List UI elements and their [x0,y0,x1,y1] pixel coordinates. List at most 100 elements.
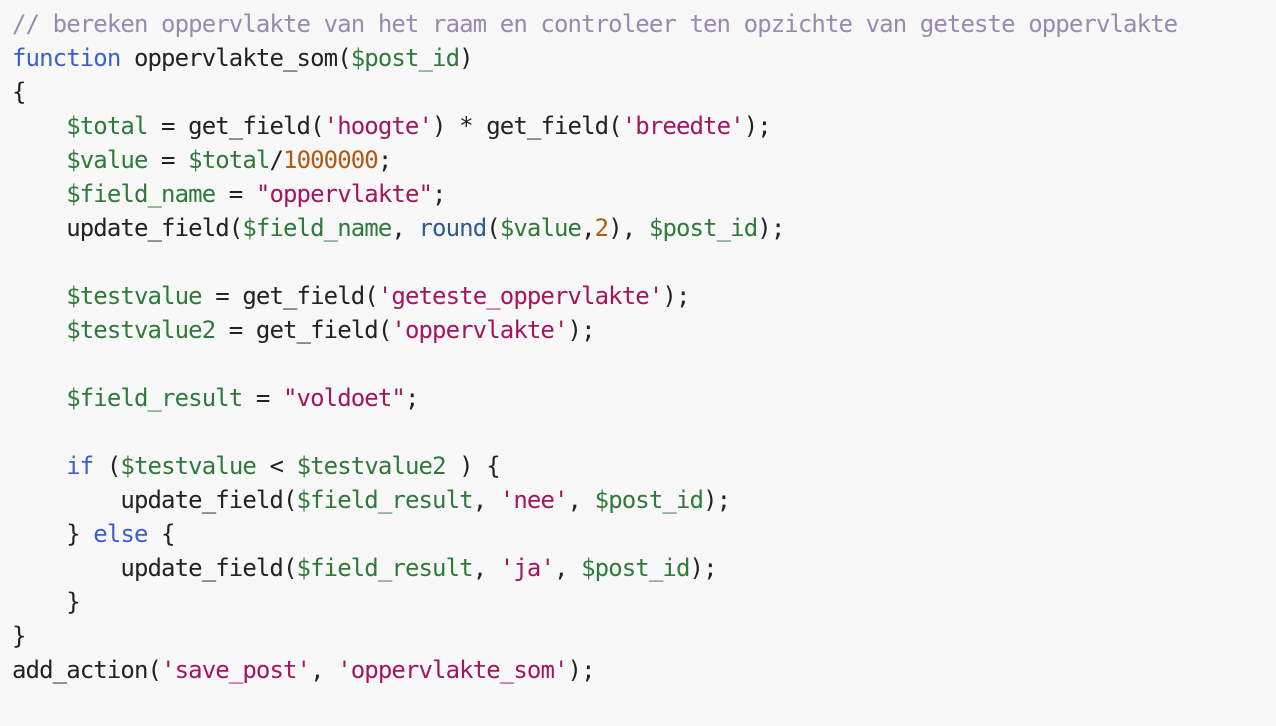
number-token: 2 [594,214,609,242]
code-line: } else { [12,517,1276,551]
variable-token: $field_name [66,180,216,208]
code-lines: // bereken oppervlakte van het raam en c… [12,7,1276,687]
variable-token: $field_name [242,214,392,242]
plain-token: , [567,486,595,514]
string-token: "voldoet" [283,384,406,412]
plain-token: update_field( [12,554,297,582]
plain-token: { [12,78,26,106]
plain-token: add_action( [12,656,162,684]
plain-token: ; [432,180,446,208]
plain-token: , [391,214,419,242]
code-line: update_field($field_result, 'nee', $post… [12,483,1276,517]
string-token: 'oppervlakte_som' [337,656,568,684]
plain-token [12,282,66,310]
plain-token: = get_field( [201,282,378,310]
plain-token: ); [567,316,596,344]
variable-token: $field_result [296,554,474,582]
plain-token [12,316,66,344]
variable-token: $field_result [296,486,474,514]
comment-token: // bereken oppervlakte van het raam en c… [12,10,1178,38]
plain-token: } [12,588,80,616]
plain-token: = get_field( [215,316,392,344]
code-line [12,347,1276,381]
keyword-token: function [12,44,121,72]
code-line: if ($testvalue < $testvalue2 ) { [12,449,1276,483]
code-line [12,245,1276,279]
plain-token: oppervlakte_som( [120,44,352,72]
plain-token: = [147,146,189,174]
plain-token: ) [459,44,473,72]
code-line: $field_name = "oppervlakte"; [12,177,1276,211]
variable-token: $post_id [350,44,460,72]
plain-token: ), [608,214,649,242]
code-line: } [12,619,1276,653]
plain-token [12,384,66,412]
plain-token [12,146,66,174]
code-line: $total = get_field('hoogte') * get_field… [12,109,1276,143]
plain-token [12,452,66,480]
builtin-token: round [418,214,488,242]
plain-token: ; [377,146,392,174]
plain-token: update_field( [12,214,243,242]
code-line: } [12,585,1276,619]
string-token: 'oppervlakte' [391,316,568,344]
plain-token: ) { [445,452,501,480]
variable-token: $testvalue [66,282,202,310]
string-token: 'geteste_oppervlakte' [377,282,663,310]
plain-token: , [581,214,595,242]
code-line: $value = $total/1000000; [12,143,1276,177]
code-line: // bereken oppervlakte van het raam en c… [12,7,1276,41]
plain-token: } [12,622,26,650]
plain-token: , [554,554,582,582]
code-line: update_field($field_name, round($value,2… [12,211,1276,245]
keyword-token: else [93,520,148,548]
plain-token: update_field( [12,486,297,514]
string-token: 'nee' [499,486,569,514]
variable-token: $value [66,146,148,174]
variable-token: $post_id [648,214,758,242]
variable-token: $testvalue2 [296,452,447,480]
plain-token: = [215,180,256,208]
plain-token: ); [689,554,718,582]
plain-token: ( [93,452,121,480]
keyword-token: if [66,452,94,480]
variable-token: $total [66,112,148,140]
code-line [12,415,1276,449]
variable-token: $total [188,146,270,174]
plain-token: ( [486,214,500,242]
string-token: 'hoogte' [323,112,433,140]
variable-token: $post_id [594,486,704,514]
variable-token: $field_result [66,384,243,412]
string-token: 'breedte' [621,112,745,140]
variable-token: $testvalue2 [66,316,216,344]
plain-token: ) * get_field( [432,112,623,140]
plain-token: < [255,452,297,480]
string-token: "oppervlakte" [255,180,433,208]
plain-token: = get_field( [147,112,324,140]
plain-token: } [12,520,94,548]
number-token: 1000000 [283,146,379,174]
plain-token: { [147,520,175,548]
code-line: update_field($field_result, 'ja', $post_… [12,551,1276,585]
plain-token: ); [757,214,785,242]
variable-token: $value [499,214,582,242]
plain-token: , [472,486,500,514]
string-token: 'ja' [499,554,555,582]
code-line: add_action('save_post', 'oppervlakte_som… [12,653,1276,687]
code-line: $testvalue2 = get_field('oppervlakte'); [12,313,1276,347]
variable-token: $testvalue [120,452,256,480]
code-line: $field_result = "voldoet"; [12,381,1276,415]
plain-token: / [269,146,284,174]
plain-token: ); [567,656,596,684]
plain-token [12,180,66,208]
plain-token: ); [703,486,731,514]
plain-token: = [242,384,283,412]
variable-token: $post_id [581,554,690,582]
plain-token: , [472,554,500,582]
plain-token: ; [404,384,419,412]
plain-token [12,112,66,140]
plain-token: , [310,656,338,684]
plain-token: ); [662,282,690,310]
string-token: 'save_post' [161,656,311,684]
